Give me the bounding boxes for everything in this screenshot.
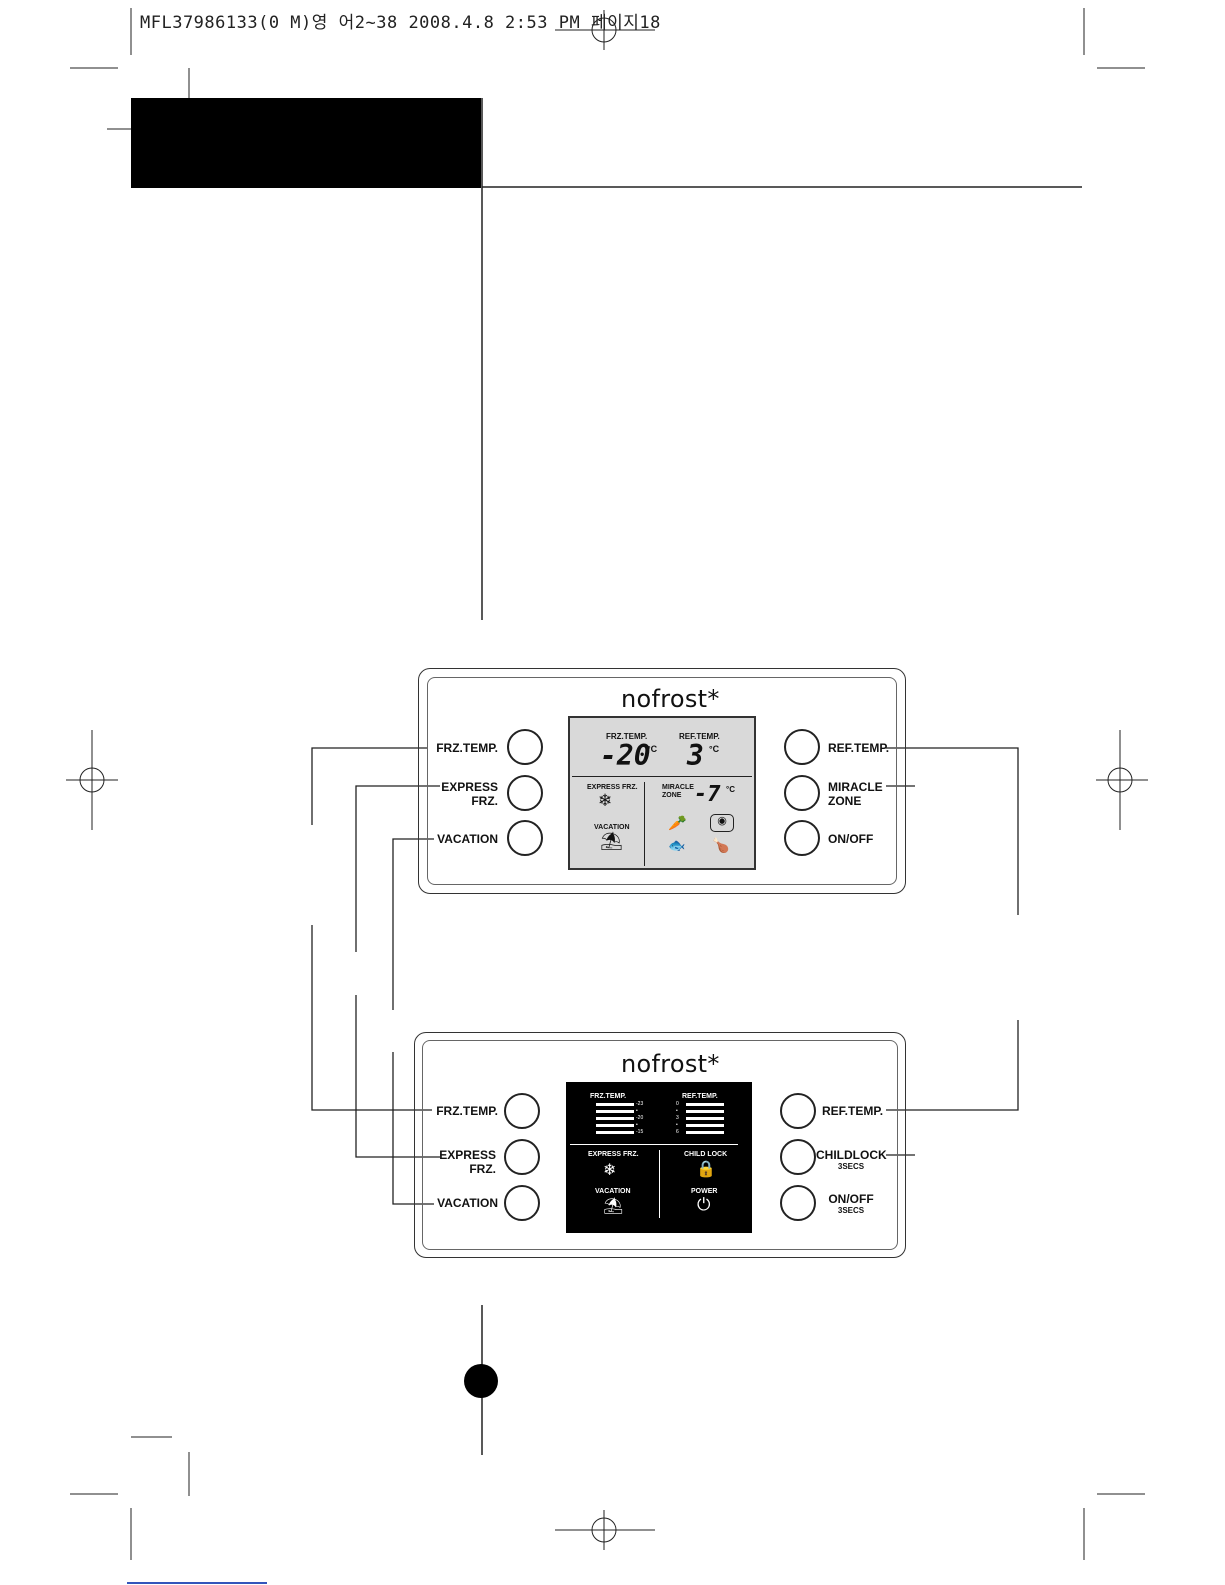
carrot-icon: 🥕 xyxy=(668,814,687,832)
umbrella-icon: ⛱ xyxy=(600,831,623,852)
lcd-express-label: EXPRESS FRZ. xyxy=(587,784,638,791)
led-ref-label: REF.TEMP. xyxy=(682,1093,718,1100)
lcd-divider-h xyxy=(572,776,752,777)
childlock-label: CHILDLOCK 3SECS xyxy=(816,1148,887,1171)
lcd-vacation-label: VACATION xyxy=(594,824,630,831)
lcd-miracle-value: -7 xyxy=(694,782,721,807)
frz-scale: -23 • -20 • -15 xyxy=(636,1101,644,1135)
ref-temp-label: REF.TEMP. xyxy=(822,1104,884,1118)
led-frz-label: FRZ.TEMP. xyxy=(590,1093,627,1100)
led-childlock-label: CHILD LOCK xyxy=(684,1151,728,1158)
power-icon: ⏻ xyxy=(697,1195,711,1215)
led-display: FRZ.TEMP. REF.TEMP. -23 • -20 • -15 0 • … xyxy=(566,1082,752,1233)
lcd-frz-label: FRZ.TEMP. xyxy=(606,732,648,741)
ref-temp-button[interactable] xyxy=(780,1093,816,1129)
led-power-label: POWER xyxy=(691,1188,718,1195)
lcd-ref-unit: °C xyxy=(709,744,720,754)
lcd-display: FRZ.TEMP. -20 °C REF.TEMP. 3 °C EXPRESS … xyxy=(568,716,756,870)
lcd-divider-v xyxy=(644,782,645,866)
brand-logo: nofrost* xyxy=(621,685,720,713)
frz-temp-label: FRZ.TEMP. xyxy=(436,741,498,755)
childlock-button[interactable] xyxy=(780,1139,816,1175)
lcd-frz-value: -20 xyxy=(600,739,651,772)
chicken-icon: 🍗 xyxy=(712,838,730,854)
lcd-miracle-label1: MIRACLE xyxy=(662,784,694,791)
on-off-label: ON/OFF xyxy=(828,832,874,846)
lcd-miracle-unit: °C xyxy=(726,785,735,794)
express-frz-button[interactable] xyxy=(507,775,543,811)
control-panel-lcd xyxy=(418,668,906,894)
page-number-disk xyxy=(464,1364,498,1398)
led-divider-v xyxy=(659,1150,660,1218)
meat-icon: ◉ xyxy=(710,814,734,832)
vacation-button[interactable] xyxy=(507,820,543,856)
vacation-button[interactable] xyxy=(504,1185,540,1221)
ref-scale: 0 • 3 • 6 xyxy=(676,1101,679,1135)
frz-temp-button[interactable] xyxy=(504,1093,540,1129)
print-slug: MFL37986133(0 M)영 어2~38 2008.4.8 2:53 PM… xyxy=(140,13,661,33)
brand-logo: nofrost* xyxy=(621,1050,720,1078)
on-off-button[interactable] xyxy=(784,820,820,856)
lcd-miracle-label2: ZONE xyxy=(662,792,682,799)
control-panel-lcd-inner xyxy=(427,677,897,885)
vacation-label: VACATION xyxy=(437,832,498,846)
vacation-label: VACATION xyxy=(437,1196,498,1210)
fish-icon: 🐟 xyxy=(668,838,686,854)
snowflake-icon: ❄ xyxy=(603,1160,617,1179)
frz-temp-button[interactable] xyxy=(507,729,543,765)
lcd-ref-label: REF.TEMP. xyxy=(679,732,720,741)
frz-temp-label: FRZ.TEMP. xyxy=(436,1104,498,1118)
miracle-zone-button[interactable] xyxy=(784,775,820,811)
led-divider-h xyxy=(570,1144,738,1145)
on-off-label: ON/OFF 3SECS xyxy=(828,1192,874,1215)
ref-level-bars xyxy=(686,1103,724,1134)
led-express-label: EXPRESS FRZ. xyxy=(588,1151,639,1158)
frz-level-bars xyxy=(596,1103,634,1134)
led-vacation-label: VACATION xyxy=(595,1188,631,1195)
control-panel-led xyxy=(414,1032,906,1258)
control-panel-led-inner xyxy=(422,1040,898,1250)
on-off-button[interactable] xyxy=(780,1185,816,1221)
lcd-ref-value: 3 xyxy=(687,739,704,772)
lcd-frz-unit: °C xyxy=(647,744,658,754)
lock-icon: 🔒 xyxy=(696,1159,716,1178)
section-heading-block xyxy=(131,98,481,188)
express-frz-button[interactable] xyxy=(504,1139,540,1175)
umbrella-icon: ⛱ xyxy=(603,1196,624,1215)
snowflake-icon: ❄ xyxy=(598,791,613,811)
ref-temp-button[interactable] xyxy=(784,729,820,765)
ref-temp-label: REF.TEMP. xyxy=(828,741,890,755)
